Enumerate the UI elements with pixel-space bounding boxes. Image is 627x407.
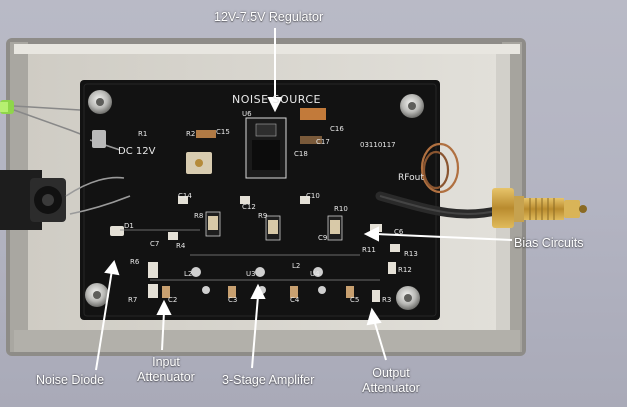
label-output-attenuator-line1: Output: [372, 366, 410, 380]
pcb-silkscreen: [120, 229, 380, 281]
refdes-c2: C2: [168, 296, 178, 304]
refdes-c5: C5: [350, 296, 360, 304]
label-output-attenuator-line2: Attenuator: [362, 381, 420, 395]
refdes-r13: R13: [404, 250, 418, 258]
regulator-u6: [196, 108, 326, 179]
annotation-arrows: [95, 28, 513, 371]
sma-connector: [492, 188, 587, 228]
refdes-c4: C4: [290, 296, 300, 304]
refdes-c14: C14: [178, 192, 192, 200]
refdes-c17: C17: [316, 138, 330, 146]
refdes-c18: C18: [294, 150, 308, 158]
refdes-r4: R4: [176, 242, 186, 250]
label-input-attenuator: Input Attenuator: [134, 355, 198, 385]
mounting-screws: [85, 90, 424, 310]
dc-jack: [0, 170, 66, 230]
refdes-d1: D1: [124, 222, 134, 230]
refdes-l2-a: L2: [184, 270, 193, 278]
refdes-c16: C16: [330, 125, 344, 133]
refdes-u4: U4: [310, 270, 320, 278]
refdes-c10: C10: [306, 192, 320, 200]
refdes-u6: U6: [242, 110, 252, 118]
refdes-r3: R3: [382, 296, 392, 304]
pcb-date-code: 03110117: [360, 141, 396, 149]
refdes-l2-b: L2: [292, 262, 301, 270]
refdes-c15: C15: [216, 128, 230, 136]
refdes-r7: R7: [128, 296, 138, 304]
refdes-r11: R11: [362, 246, 376, 254]
refdes-c6: C6: [394, 228, 404, 236]
refdes-c12: C12: [242, 203, 256, 211]
refdes-r1: R1: [138, 130, 148, 138]
refdes-r6: R6: [130, 258, 140, 266]
refdes-c7: C7: [150, 240, 160, 248]
refdes-r10: R10: [334, 205, 348, 213]
refdes-r2: R2: [186, 130, 196, 138]
copper-coil: [420, 142, 460, 194]
refdes-u3: U3: [246, 270, 256, 278]
label-output-attenuator: Output Attenuator: [356, 366, 426, 396]
pcb-board: [80, 80, 440, 320]
pcb-title: NOISE SOURCE: [232, 93, 321, 106]
label-input-attenuator-line2: Attenuator: [137, 370, 195, 384]
pcb-power-label: DC 12V: [118, 146, 156, 157]
refdes-r8: R8: [194, 212, 204, 220]
refdes-c9: C9: [318, 234, 328, 242]
amplifier-components: [110, 196, 400, 302]
label-regulator: 12V-7.5V Regulator: [214, 10, 324, 24]
label-input-attenuator-line1: Input: [152, 355, 180, 369]
refdes-c3: C3: [228, 296, 238, 304]
label-bias-circuits: Bias Circuits: [514, 236, 584, 250]
label-amplifier: 3-Stage Amplifer: [222, 373, 315, 387]
pcb-rfout-label: RFout: [398, 173, 424, 183]
label-noise-diode: Noise Diode: [36, 373, 105, 387]
refdes-r9: R9: [258, 212, 268, 220]
refdes-r12: R12: [398, 266, 412, 274]
